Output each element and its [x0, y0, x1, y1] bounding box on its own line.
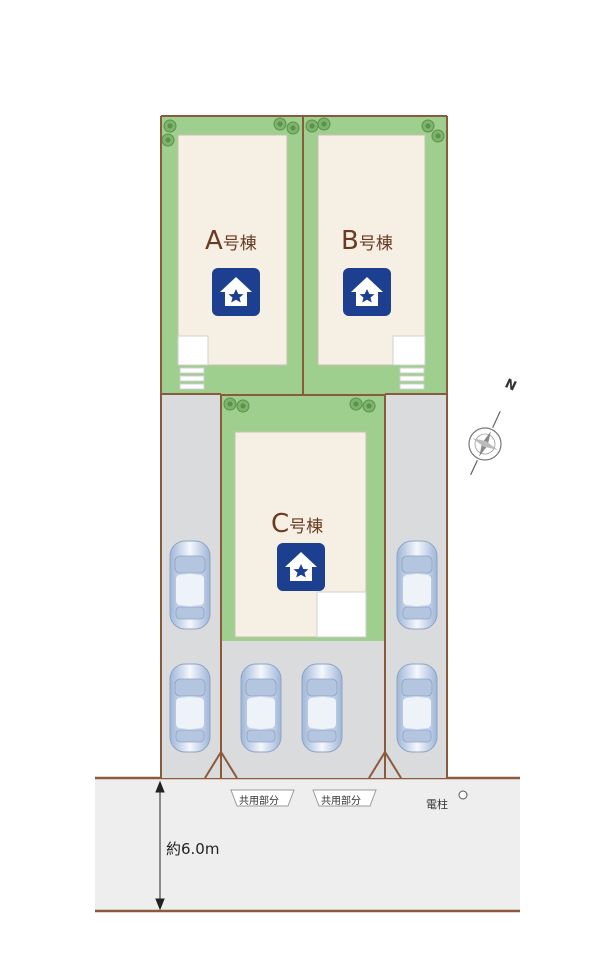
- road: [95, 778, 520, 911]
- lot-a-porch: [177, 335, 209, 366]
- tree-icon: [349, 397, 363, 411]
- shared-area-label-2: 共用部分: [321, 796, 361, 807]
- car-icon: [169, 540, 211, 630]
- shared-area-tab-2: [312, 789, 377, 807]
- house-star-icon: [277, 543, 325, 591]
- lot-c-porch: [316, 591, 367, 638]
- lot-a-suffix: 号棟: [222, 234, 257, 254]
- lot-c-letter: C: [271, 509, 290, 539]
- road-width-label: 約6.0m: [166, 840, 220, 858]
- tree-icon: [161, 133, 175, 147]
- lot-b-suffix: 号棟: [358, 234, 393, 254]
- road-width-dimension: [155, 780, 165, 911]
- car-icon: [240, 663, 282, 753]
- tree-icon: [305, 119, 319, 133]
- lot-c-suffix: 号棟: [289, 517, 324, 537]
- tree-icon: [317, 117, 331, 131]
- tree-icon: [286, 121, 300, 135]
- lot-a-house: [177, 134, 288, 366]
- car-icon: [396, 663, 438, 753]
- lot-b-porch: [392, 335, 426, 366]
- lot-b-letter: B: [341, 226, 359, 256]
- lot-c-label: C号棟: [271, 509, 323, 539]
- lot-b-label: B号棟: [341, 226, 393, 256]
- utility-pole-label: 電柱: [426, 798, 448, 811]
- shared-area-label-1: 共用部分: [239, 796, 279, 807]
- house-star-icon: [343, 268, 391, 316]
- lot-a-letter: A: [205, 226, 223, 256]
- tree-icon: [431, 129, 445, 143]
- lot-b-steps: [399, 367, 425, 390]
- tree-icon: [421, 119, 435, 133]
- house-star-icon: [212, 268, 260, 316]
- car-icon: [301, 663, 343, 753]
- lot-b-house: [317, 134, 426, 366]
- tree-icon: [223, 397, 237, 411]
- lot-a-label: A号棟: [205, 226, 257, 256]
- tree-icon: [163, 119, 177, 133]
- car-icon: [396, 540, 438, 630]
- shared-area-tab-1: [230, 789, 295, 807]
- tree-icon: [236, 399, 250, 413]
- utility-pole-icon: [458, 790, 468, 800]
- tree-icon: [273, 117, 287, 131]
- tree-icon: [362, 399, 376, 413]
- lot-boundaries: [160, 115, 448, 779]
- compass-icon: [468, 411, 502, 476]
- lot-a-steps: [179, 367, 205, 390]
- car-icon: [169, 663, 211, 753]
